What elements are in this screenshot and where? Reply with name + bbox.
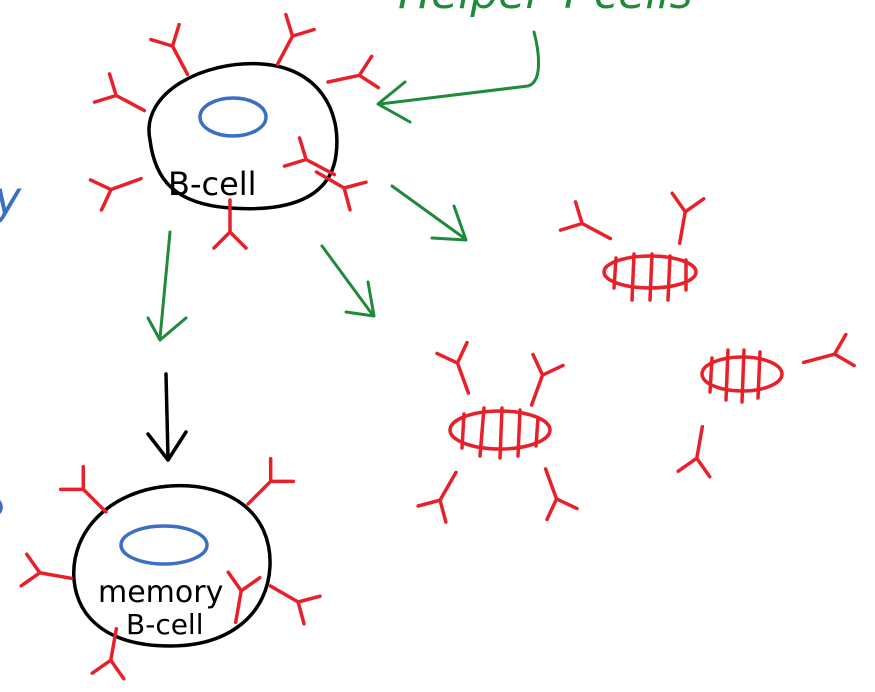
- antibody: [19, 552, 76, 596]
- b-cell-label: B-cell: [168, 165, 257, 203]
- secretion-arrow-middle: [320, 244, 376, 318]
- antibody: [528, 461, 579, 522]
- antibody: [149, 22, 204, 84]
- antibody: [218, 570, 262, 627]
- memory-b-cell-nucleus: [119, 524, 209, 566]
- antibody: [322, 54, 381, 100]
- antibody: [435, 340, 486, 401]
- antibody: [514, 352, 565, 413]
- antibody: [58, 464, 120, 526]
- antibody: [88, 161, 149, 212]
- differentiation-arrow-down: [146, 230, 188, 342]
- antigen-complex-2: [416, 340, 579, 524]
- secretion-arrow-right: [390, 184, 468, 242]
- left-edge-text: y: [0, 171, 22, 225]
- antibody: [260, 570, 322, 626]
- antibody: [676, 422, 720, 479]
- antibody: [92, 72, 154, 127]
- b-cell-membrane: [147, 61, 339, 211]
- helper-t-cells-label: Helper T-cells: [398, 0, 693, 19]
- antigen-complex-1: [558, 191, 706, 302]
- b-cell: B-cell: [147, 61, 339, 211]
- memory-label-line2: B-cell: [126, 608, 204, 641]
- memory-b-cell: memory B-cell: [72, 483, 272, 648]
- antibody: [662, 191, 706, 248]
- left-edge-mark: [0, 500, 3, 514]
- antibody: [797, 332, 856, 380]
- antibody: [416, 462, 472, 524]
- antigen-complex-3: [676, 332, 856, 479]
- memory-label-line1: memory: [98, 575, 223, 610]
- helper-signal-arrow: [376, 30, 541, 124]
- memory-b-cell-membrane: [72, 483, 272, 648]
- memory-conversion-arrow: [146, 372, 188, 462]
- b-cell-nucleus: [198, 96, 268, 138]
- antibody: [558, 200, 620, 255]
